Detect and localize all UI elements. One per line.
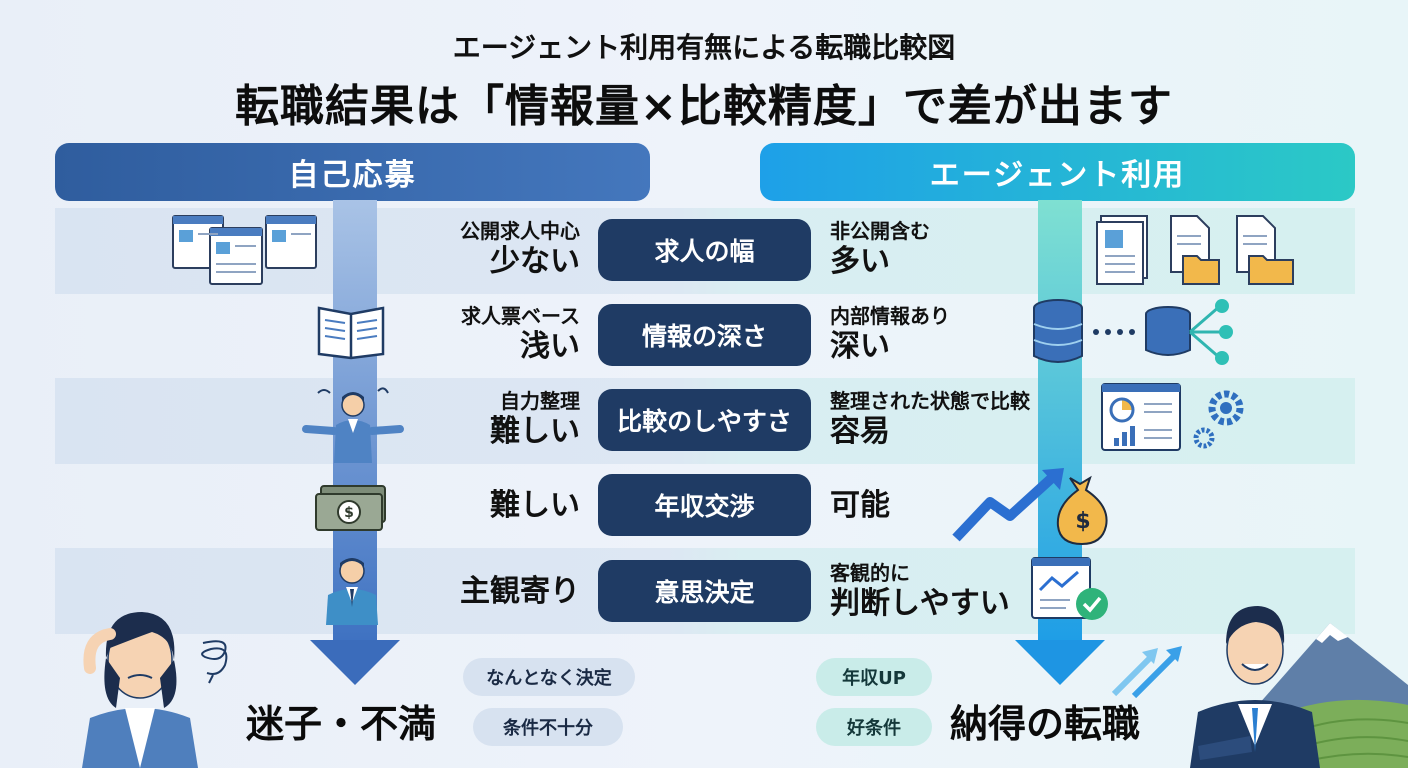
money-bills-icon: $ (315, 485, 386, 531)
left-row-3-value: 難しい (490, 414, 580, 449)
svg-text:$: $ (344, 505, 354, 521)
left-outcome-result: 迷子・不満 (246, 702, 437, 746)
svg-text:$: $ (1075, 509, 1090, 534)
row-label-job-range: 求人の幅 (598, 219, 811, 281)
growth-arrow-moneybag-icon: $ (952, 468, 1108, 546)
right-row-4-value: 可能 (830, 488, 890, 523)
column-header-agent: エージェント利用 (760, 143, 1355, 201)
right-row-5-detail: 客観的に (830, 561, 910, 585)
rising-arrows-icon (1111, 646, 1182, 698)
left-row-3-text: 自力整理 難しい (490, 388, 580, 450)
left-row-2-value: 浅い (520, 329, 580, 364)
left-row-1-detail: 公開求人中心 (460, 219, 580, 243)
left-row-2-detail: 求人票ベース (461, 304, 580, 328)
right-row-1-value: 多い (830, 244, 890, 279)
dashboard-gears-icon (1101, 383, 1244, 451)
confused-person-icon (302, 387, 404, 463)
right-row-5-text: 客観的に 判断しやすい (830, 560, 1010, 622)
right-row-2-text: 内部情報あり 深い (830, 303, 950, 365)
right-row-3-detail: 整理された状態で比較 (830, 389, 1030, 413)
left-row-4-value: 難しい (490, 488, 580, 523)
diagram-subtitle: エージェント利用有無による転職比較図 (452, 31, 956, 64)
row-label-comparison-ease: 比較のしやすさ (598, 389, 811, 451)
row-label-decision: 意思決定 (598, 560, 811, 622)
database-network-icon (1033, 299, 1233, 365)
stress-scribble-icon (201, 640, 228, 684)
right-outcome-tag-2: 好条件 (816, 708, 932, 746)
left-outcome-tag-2: 条件不十分 (473, 708, 623, 746)
right-row-1-detail: 非公開含む (830, 219, 930, 243)
documents-folders-icon (1096, 215, 1294, 285)
report-check-icon (1031, 557, 1108, 620)
left-row-3-detail: 自力整理 (500, 389, 580, 413)
column-header-self-apply: 自己応募 (55, 143, 650, 201)
right-row-2-detail: 内部情報あり (830, 304, 950, 328)
frustrated-woman-icon (82, 612, 198, 768)
diagram-headline: 転職結果は「情報量×比較精度」で差が出ます (235, 81, 1173, 132)
left-outcome-tag-1: なんとなく決定 (463, 658, 635, 696)
right-row-2-value: 深い (830, 329, 890, 364)
businessman-icon (326, 558, 378, 625)
left-row-2-text: 求人票ベース 浅い (461, 303, 580, 365)
row-label-info-depth: 情報の深さ (598, 304, 811, 366)
open-book-icon (317, 306, 385, 360)
right-row-1-text: 非公開含む 多い (830, 218, 930, 280)
right-outcome-result: 納得の転職 (950, 702, 1141, 746)
smiling-businessman-icon (1190, 606, 1320, 768)
job-listing-pages-icon (172, 215, 317, 285)
right-outcome-tag-1: 年収UP (816, 658, 932, 696)
right-row-5-value: 判断しやすい (830, 586, 1010, 621)
left-row-1-text: 公開求人中心 少ない (460, 218, 580, 280)
row-label-salary-negotiation: 年収交渉 (598, 474, 811, 536)
left-row-5-value: 主観寄り (460, 574, 580, 609)
left-row-1-value: 少ない (490, 244, 580, 279)
right-row-3-text: 整理された状態で比較 容易 (830, 388, 1030, 450)
right-row-3-value: 容易 (830, 414, 890, 449)
